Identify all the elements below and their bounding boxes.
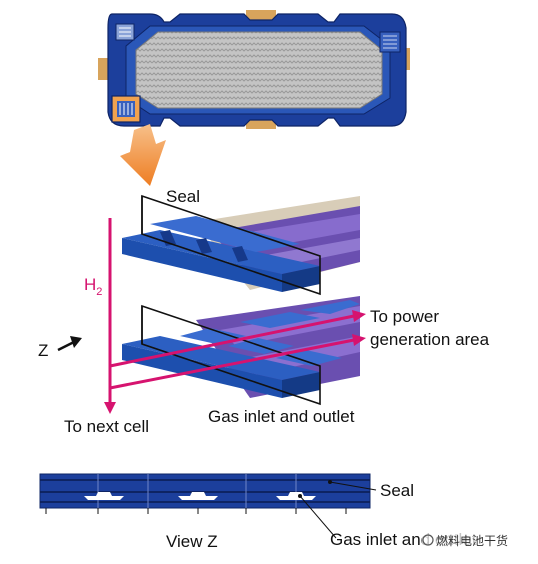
h2-upper-arrowhead [352, 310, 366, 322]
gas-opening-2 [178, 492, 218, 500]
h2-upper-branch [109, 314, 355, 368]
upper-layer-seal-section [122, 194, 360, 296]
gas-opening-1 [84, 492, 124, 500]
h2-label: H2 [84, 275, 102, 298]
view-z-seal-band [39, 473, 371, 509]
gas-channel-seal-top [122, 336, 320, 380]
manifold-port-bottom-left-highlighted [111, 95, 141, 123]
h2-down-arrowhead [104, 402, 116, 414]
seal-label-top: Seal [166, 187, 200, 206]
view-z-label: View Z [166, 532, 218, 551]
flow-field-area [135, 31, 383, 109]
to-next-cell-label: To next cell [64, 417, 149, 436]
manifold-port-right [379, 31, 401, 53]
z-direction-line [57, 340, 75, 352]
bipolar-plate-top-view [98, 10, 410, 129]
zoom-arrow [120, 124, 166, 186]
z-direction-arrowhead [70, 336, 82, 348]
watermark-logo-icon [422, 534, 434, 546]
watermark: 燃料电池干货 [422, 530, 530, 550]
h2-lower-arrowhead [352, 334, 366, 346]
gas-inlet-leader-line [299, 495, 337, 539]
seal-label-view-z: Seal [380, 481, 414, 500]
seal-leader-line [329, 481, 377, 491]
h2-flow-arrows [104, 218, 366, 414]
view-z-strip [39, 473, 377, 539]
watermark-text: 燃料电池干货 [436, 533, 508, 548]
gas-inlet-outlet-label: Gas inlet and outlet [208, 407, 355, 426]
generation-area-label: generation area [370, 330, 490, 349]
gas-opening-3 [276, 492, 316, 500]
seal-bar-front [122, 238, 282, 292]
manifold-port-top-left [115, 23, 135, 41]
to-power-label: To power [370, 307, 439, 326]
z-axis-label: Z [38, 341, 48, 360]
h2-lower-branch [109, 338, 355, 390]
lower-layer-gas-inlet-section [122, 296, 360, 406]
